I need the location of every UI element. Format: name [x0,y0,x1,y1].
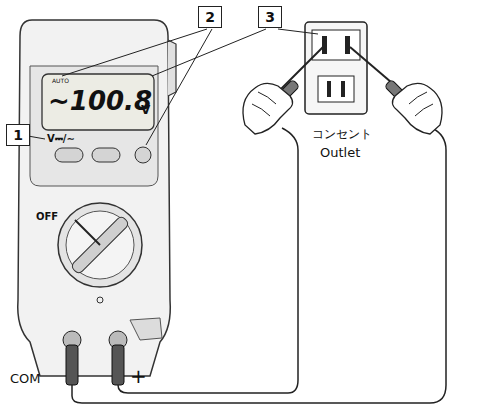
dial-position: OFF [36,212,58,222]
display-reading: ~100.8 [48,88,152,114]
callout-number: 1 [7,128,29,142]
function-mark: V⎓/∼ [47,134,75,144]
callout-number: 2 [199,10,221,24]
display-mode: AUTO [52,78,69,84]
jack-label: COM [10,372,41,385]
callout-number: 3 [259,10,281,24]
callout-box: 2 [198,6,222,28]
display-unit: V [141,104,150,116]
jack-label: + [130,366,147,386]
outlet-label-ja: コンセント [312,128,372,140]
outlet-label-en: Outlet [320,146,360,159]
callout-box: 3 [258,6,282,28]
callout-box: 1 [6,124,30,146]
